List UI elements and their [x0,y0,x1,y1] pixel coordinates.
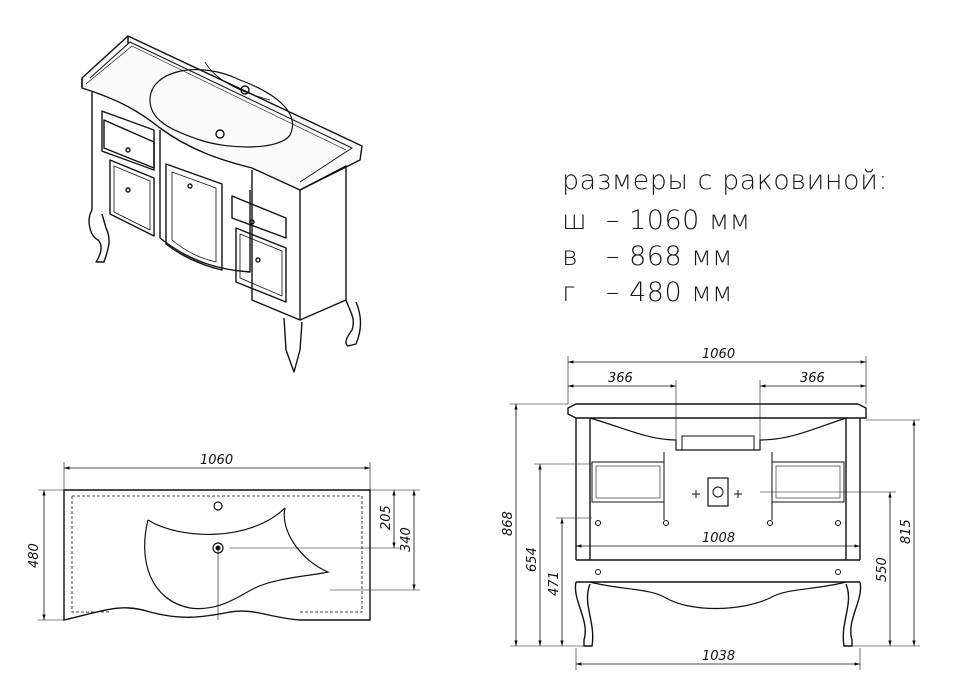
iso-leg-right [345,299,362,347]
front-width-label: 1060 [702,347,735,362]
iso-top-rim [89,41,353,183]
iso-faucet-hole [240,85,250,95]
front-height-815-label: 815 [899,519,914,544]
front-height-550-label: 550 [875,557,890,582]
iso-leg-left [88,209,110,263]
front-height-471-label: 471 [547,571,562,596]
top-depth-label: 480 [27,543,42,568]
spec-key-width: ш [562,205,588,236]
front-countertop [567,403,867,419]
iso-countertop [81,35,363,191]
top-basin-back [147,507,286,536]
top-width-label: 1060 [200,453,233,468]
spec-row-width: ш – 1060 мм [562,205,751,236]
front-view [510,356,920,670]
top-outline [63,489,371,621]
front-drawer-left [591,461,665,503]
front-leg-left [574,581,594,647]
front-left-offset-label: 366 [608,371,633,386]
iso-cabinet-front [91,92,251,273]
spec-value-depth: – 480 мм [606,277,733,308]
spec-row-depth: г – 480 мм [562,277,733,308]
front-siphon [707,477,729,507]
front-height-total-label: 868 [501,511,516,536]
top-faucet-hole [213,501,223,511]
iso-center-door [165,163,223,271]
iso-drain [215,129,225,139]
front-apron [589,581,847,610]
spec-heading: размеры с раковиной: [562,165,888,196]
front-leg-right [842,581,862,647]
iso-leg-front [283,317,303,373]
iso-basin [149,69,294,148]
isometric-vanity [81,35,363,373]
front-right-offset-label: 366 [800,371,825,386]
spec-value-width: – 1060 мм [606,205,751,236]
top-dim-205-label: 205 [379,505,394,530]
spec-key-depth: г [562,277,576,308]
front-drawer-right [771,461,845,503]
spec-value-height: – 868 мм [606,241,733,272]
front-height-654-label: 654 [525,547,540,572]
front-base-width-label: 1038 [702,649,735,664]
spec-key-height: в [562,241,579,272]
top-dim-340-label: 340 [399,527,414,552]
top-basin [144,507,330,610]
front-inner-width-label: 1008 [702,531,735,546]
spec-row-height: в – 868 мм [562,241,733,272]
top-view [38,462,420,621]
